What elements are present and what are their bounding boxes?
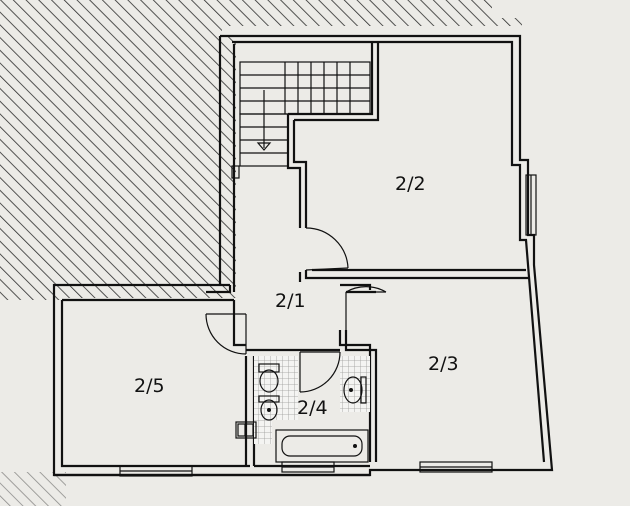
toilet-icon [258, 363, 280, 393]
vent-shaft [231, 165, 240, 179]
window-2-2 [525, 174, 537, 236]
stair-arrow-icon [256, 142, 272, 151]
service-shafts [235, 421, 257, 439]
bidet-icon [258, 395, 280, 421]
bathtub-icon [275, 429, 369, 463]
door-swing-icon [299, 351, 341, 393]
staircase [239, 61, 371, 167]
room-label-2-1: 2/1 [275, 290, 306, 312]
room-label-2-3: 2/3 [428, 353, 459, 375]
door-swing-icon [205, 313, 247, 355]
outer-walls [52, 34, 554, 477]
hatched-ground-strip [0, 472, 66, 506]
room-label-2-2: 2/2 [395, 173, 426, 195]
door-swing-icon [305, 227, 349, 271]
room-label-2-4: 2/4 [297, 397, 328, 419]
room-2-2-walls [286, 42, 530, 282]
hatched-exterior-area [0, 0, 522, 300]
sink-icon [343, 376, 367, 404]
room-label-2-5: 2/5 [134, 375, 165, 397]
door-swing-icon [345, 286, 387, 330]
bottom-windows [119, 461, 493, 477]
